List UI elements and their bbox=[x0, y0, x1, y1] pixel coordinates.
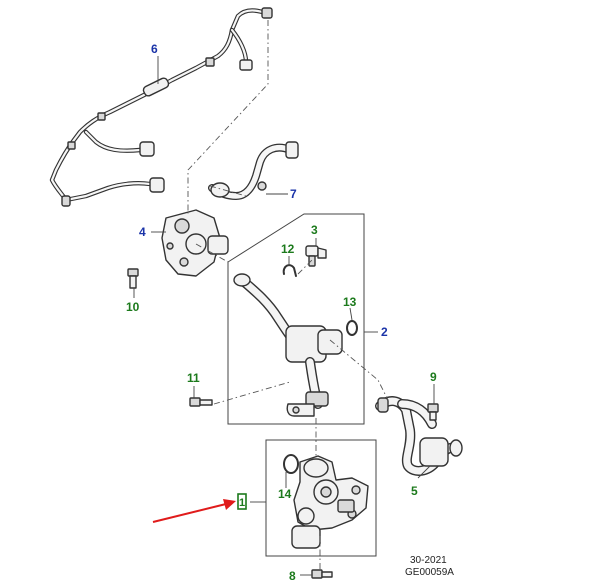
callout-12: 12 bbox=[281, 242, 295, 256]
red-pointer-arrow bbox=[152, 499, 236, 523]
callout-13: 13 bbox=[343, 295, 357, 309]
callout-7: 7 bbox=[290, 187, 297, 201]
assembly-frame-2 bbox=[227, 213, 365, 425]
callout-3: 3 bbox=[311, 223, 318, 237]
coolant-hose-small bbox=[208, 141, 299, 200]
thermostat-housing bbox=[161, 209, 229, 277]
callout-1: 1 bbox=[239, 497, 245, 509]
callout-5: 5 bbox=[411, 484, 418, 498]
drawing-date: 30-2021 bbox=[410, 555, 447, 566]
callout-10: 10 bbox=[126, 300, 140, 314]
callout-6: 6 bbox=[151, 42, 158, 56]
o-ring-13 bbox=[346, 320, 358, 336]
callout-2: 2 bbox=[381, 325, 388, 339]
coolant-pump-assembly bbox=[291, 455, 369, 549]
callout-1-highlight-box bbox=[237, 493, 247, 510]
callout-labels: 6 7 4 3 12 10 13 2 11 9 5 14 8 1 bbox=[126, 42, 437, 581]
vent-tube-assembly bbox=[49, 7, 273, 207]
drawing-code: GE00059A bbox=[405, 567, 454, 578]
assembly-frame-1 bbox=[265, 439, 377, 557]
callout-14: 14 bbox=[278, 487, 292, 501]
screw-9 bbox=[427, 403, 439, 421]
heater-hose bbox=[375, 396, 463, 476]
callout-9: 9 bbox=[430, 370, 437, 384]
temperature-sensor bbox=[305, 245, 327, 267]
callout-8: 8 bbox=[289, 569, 296, 581]
retaining-clip-12 bbox=[282, 264, 297, 277]
callout-11: 11 bbox=[187, 371, 200, 385]
alignment-lines bbox=[187, 20, 389, 570]
bolt-11 bbox=[189, 397, 213, 407]
callout-4: 4 bbox=[139, 225, 146, 239]
callout-leaders bbox=[133, 56, 435, 576]
o-ring-14 bbox=[283, 454, 299, 474]
coolant-outlet-pipe bbox=[233, 273, 343, 417]
bolt-10 bbox=[127, 268, 139, 289]
bolt-8 bbox=[311, 569, 333, 579]
